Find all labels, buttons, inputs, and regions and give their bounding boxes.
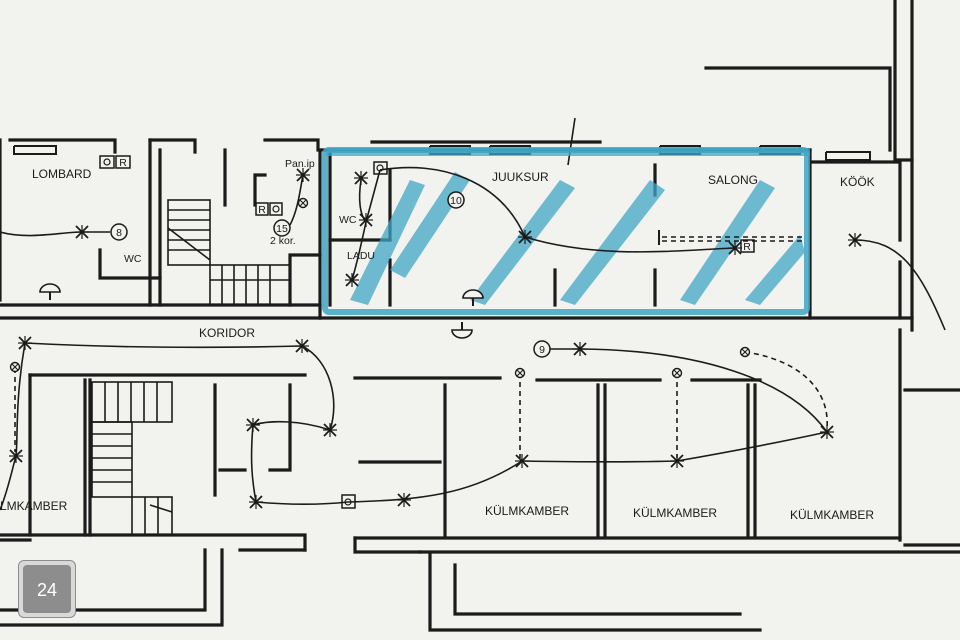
- page-number-badge: 24: [18, 560, 76, 618]
- room-label-lombard: LOMBARD: [32, 167, 92, 181]
- room-label-pan-ip: Pan.ip: [285, 158, 315, 170]
- room-label-kylmkamber-left: LMKAMBER: [0, 499, 68, 513]
- upper-staircase: [167, 199, 291, 306]
- room-label-koridor: KORIDOR: [199, 326, 255, 340]
- switch-boxes: [99, 155, 755, 509]
- lower-staircase: [91, 381, 173, 536]
- room-label-juuksur: JUUKSUR: [492, 170, 549, 184]
- circuit-labels: 8 15 10 9: [116, 195, 545, 356]
- switch-labels: R R R: [119, 157, 751, 253]
- circuit-number-9: 9: [539, 344, 545, 356]
- room-label-ladu: LADU: [347, 250, 375, 262]
- lower-walls: [0, 316, 960, 632]
- wiring-lower: [0, 342, 828, 511]
- circuit-number-8: 8: [116, 227, 122, 239]
- switch-mark-r-salong: R: [743, 241, 751, 253]
- circuit-number-15: 15: [276, 223, 288, 235]
- room-label-salong: SALONG: [708, 173, 758, 187]
- room-label-wc-left: WC: [124, 253, 142, 265]
- room-label-kylmkamber-3: KÜLMKAMBER: [790, 508, 874, 522]
- room-label-kylmkamber-1: KÜLMKAMBER: [485, 504, 569, 518]
- room-labels: LOMBARD WC Pan.ip 2 kor. WC LADU JUUKSUR…: [0, 158, 875, 522]
- circuit-number-10: 10: [450, 195, 462, 207]
- room-label-wc-mid: WC: [339, 214, 357, 226]
- room-label-kylmkamber-2: KÜLMKAMBER: [633, 506, 717, 520]
- page-number: 24: [23, 565, 71, 613]
- circuit-markers: [110, 191, 551, 358]
- room-label-kook: KÖÖK: [840, 175, 875, 189]
- ceiling-lamps: [39, 283, 484, 339]
- room-label-2-kor: 2 kor.: [270, 235, 296, 247]
- switch-mark-r-lombard: R: [119, 157, 127, 169]
- switch-mark-r-panip: R: [258, 204, 266, 216]
